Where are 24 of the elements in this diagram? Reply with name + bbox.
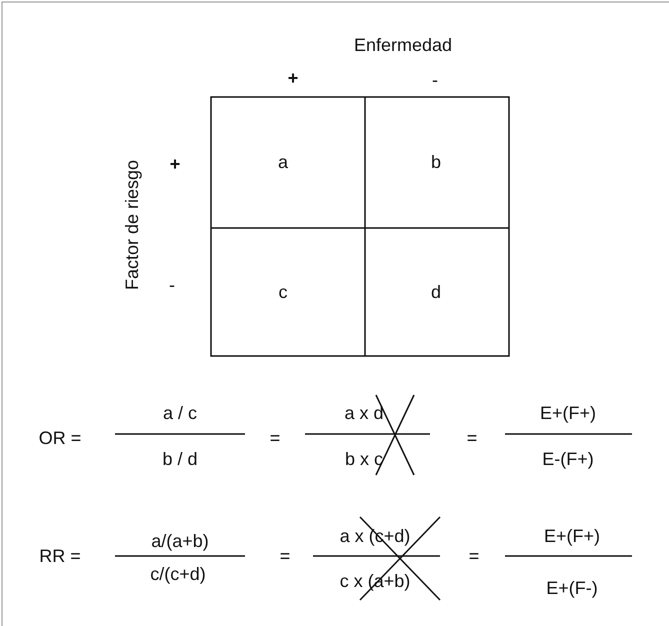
cell-value: a bbox=[278, 152, 288, 172]
equals-sign: = bbox=[270, 428, 280, 448]
equals-sign: = bbox=[468, 546, 480, 566]
denominator-text: b / d bbox=[162, 449, 198, 469]
cell-value: b bbox=[431, 152, 441, 172]
numerator-text: E+(F+) bbox=[540, 403, 596, 423]
denominator-text: E+(F-) bbox=[546, 578, 598, 598]
sign-label: + bbox=[288, 68, 298, 88]
denominator-text: c/(c+d) bbox=[150, 564, 206, 584]
equals-sign: = bbox=[280, 546, 290, 566]
axis-title: Enfermedad bbox=[354, 35, 452, 55]
axis-title: Factor de riesgo bbox=[122, 160, 142, 290]
sign-label: - bbox=[432, 70, 438, 90]
formula-label: RR = bbox=[39, 546, 81, 566]
denominator-text: E-(F+) bbox=[542, 449, 594, 469]
numerator-text: a/(a+b) bbox=[151, 531, 209, 551]
numerator-text: a / c bbox=[163, 403, 197, 423]
cell-value: c bbox=[278, 282, 288, 302]
formula-label: OR = bbox=[38, 428, 82, 448]
sign-label: - bbox=[169, 275, 175, 295]
cell-value: d bbox=[431, 282, 441, 302]
equals-sign: = bbox=[466, 428, 478, 448]
numerator-text: E+(F+) bbox=[544, 526, 600, 546]
sign-label: + bbox=[170, 154, 180, 174]
